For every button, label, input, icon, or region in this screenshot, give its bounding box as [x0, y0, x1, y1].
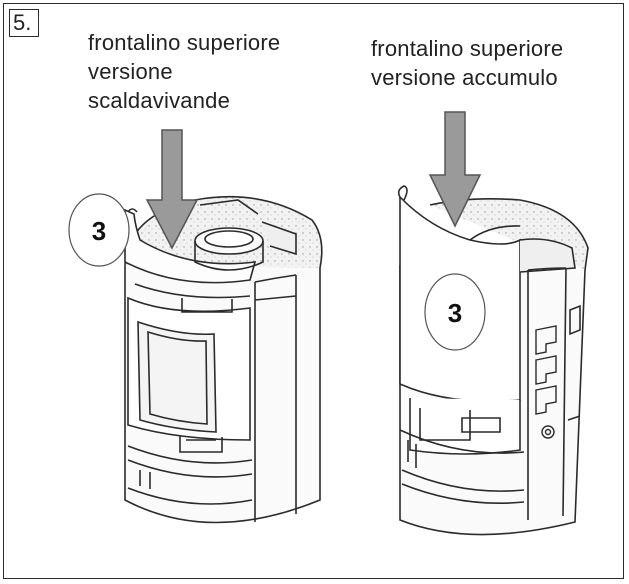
callout-left: 3 [68, 193, 130, 267]
right-side-vents [535, 325, 557, 439]
right-side-column [527, 267, 567, 520]
arrow-right [428, 111, 482, 228]
caption-left-line-1: frontalino superiore [88, 30, 281, 55]
caption-scaldavivande: frontalino superiore versione scaldaviva… [88, 28, 280, 115]
stove-accumulo [397, 185, 589, 536]
right-lower-band-2 [401, 469, 525, 492]
stove-scaldavivande [124, 195, 323, 524]
left-glass-door [137, 320, 217, 433]
right-firebox [409, 398, 521, 455]
callout-right-number: 3 [448, 298, 462, 328]
right-lower-band-1 [399, 429, 525, 454]
left-lower-band-1 [127, 445, 253, 464]
arrow-left [145, 129, 199, 250]
step-number: 5. [9, 9, 39, 37]
caption-right-line-2: versione accumulo [371, 65, 558, 90]
caption-right-line-1: frontalino superiore [371, 36, 564, 61]
callout-right: 3 [424, 273, 486, 351]
diagram-frame [3, 3, 624, 579]
left-lower-band-2 [127, 487, 253, 505]
callout-left-number: 3 [92, 216, 106, 246]
caption-accumulo: frontalino superiore versione accumulo [371, 34, 563, 92]
left-side-column [254, 274, 297, 522]
left-front-panel [124, 208, 257, 284]
caption-left-line-2: versione [88, 59, 173, 84]
caption-left-line-3: scaldavivande [88, 88, 231, 113]
